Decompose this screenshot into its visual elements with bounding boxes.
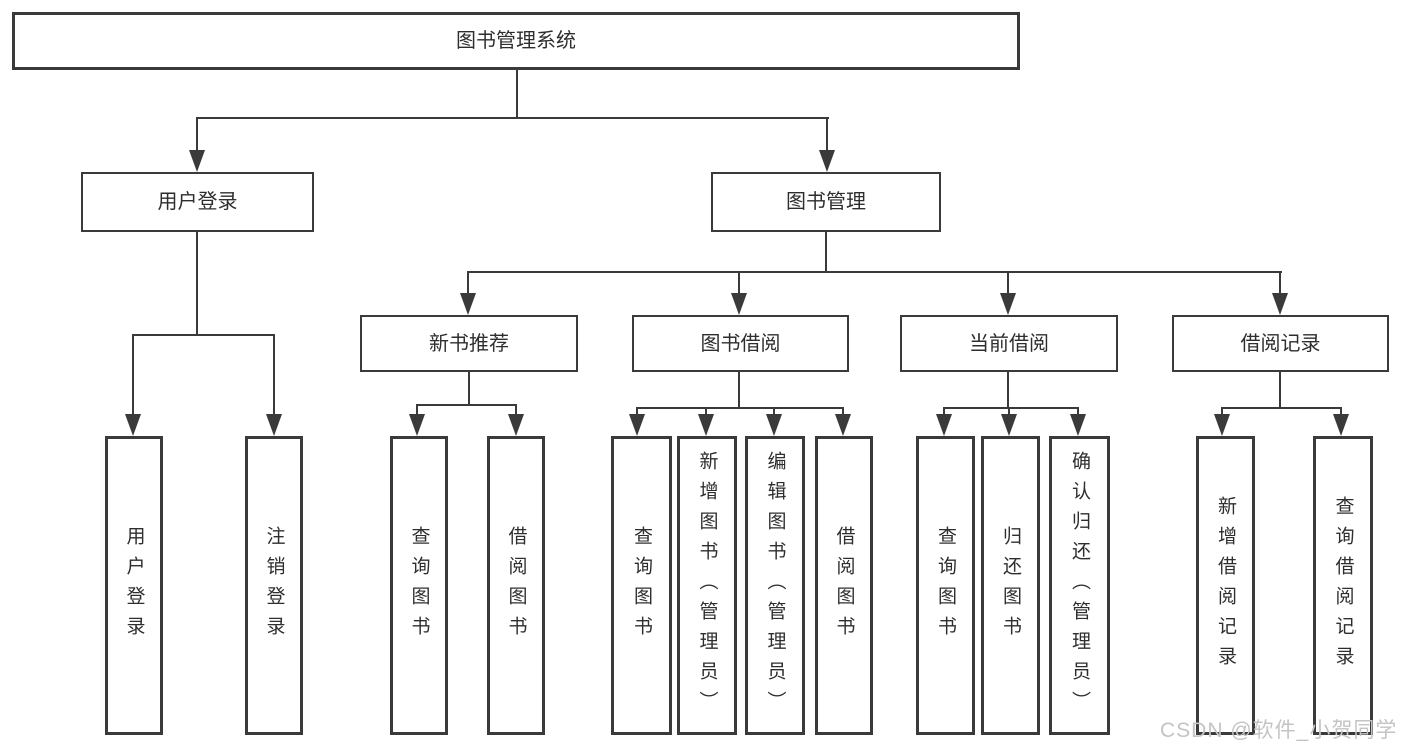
leaf-current-return-books: 归还图书 — [981, 436, 1040, 735]
arrowhead-down-icon — [1272, 293, 1288, 315]
connector-drop — [515, 404, 517, 415]
connector-login-bus — [132, 334, 275, 336]
arrowhead-down-icon — [1214, 414, 1230, 436]
leaf-current-confirm-return-admin: 确认归还（管理员） — [1049, 436, 1110, 735]
leaf-user-login: 用户登录 — [105, 436, 163, 735]
connector-drop — [1221, 407, 1223, 415]
arrowhead-down-icon — [1333, 414, 1349, 436]
node-book-borrowing: 图书借阅 — [632, 315, 849, 372]
connector-drop — [636, 407, 638, 415]
connector-management-stem — [825, 232, 827, 273]
arrowhead-down-icon — [698, 414, 714, 436]
arrowhead-down-icon — [766, 414, 782, 436]
connector-root-stem — [516, 70, 518, 118]
node-current-borrowing: 当前借阅 — [900, 315, 1118, 372]
leaf-logout-label: 注销登录 — [263, 525, 285, 646]
connector-drop-borrowing — [738, 271, 740, 294]
leaf-current-query-books-label: 查询图书 — [935, 525, 956, 646]
node-book-management: 图书管理 — [711, 172, 941, 232]
leaf-recommend-query-books-label: 查询图书 — [408, 525, 430, 646]
arrowhead-down-icon — [189, 150, 205, 172]
connector-drop — [1008, 407, 1010, 415]
arrowhead-down-icon — [1070, 414, 1086, 436]
arrowhead-down-icon — [1000, 293, 1016, 315]
connector-drop — [943, 407, 945, 415]
node-user-login: 用户登录 — [81, 172, 314, 232]
leaf-recommend-borrow-books: 借阅图书 — [487, 436, 545, 735]
connector-recommend-bus — [416, 404, 517, 406]
arrowhead-down-icon — [731, 293, 747, 315]
connector-current-bus — [943, 407, 1079, 409]
leaf-recommend-query-books: 查询图书 — [390, 436, 448, 735]
arrowhead-down-icon — [835, 414, 851, 436]
leaf-borrow-borrow-books-label: 借阅图书 — [833, 525, 855, 646]
connector-drop — [416, 404, 418, 415]
connector-drop-user-login — [196, 117, 198, 151]
connector-current-stem — [1007, 372, 1009, 409]
connector-login-stem — [196, 232, 198, 336]
connector-borrowing-bus — [636, 407, 844, 409]
arrowhead-down-icon — [936, 414, 952, 436]
leaf-recommend-borrow-books-label: 借阅图书 — [505, 525, 527, 646]
node-new-book-recommend: 新书推荐 — [360, 315, 578, 372]
arrowhead-down-icon — [508, 414, 524, 436]
arrowhead-down-icon — [125, 414, 141, 436]
arrowhead-down-icon — [1001, 414, 1017, 436]
connector-drop-records — [1279, 271, 1281, 294]
arrowhead-down-icon — [266, 414, 282, 436]
leaf-logout: 注销登录 — [245, 436, 303, 735]
node-borrowing-records: 借阅记录 — [1172, 315, 1389, 372]
connector-drop — [1340, 407, 1342, 415]
connector-records-bus — [1221, 407, 1342, 409]
leaf-record-add-borrow-record-label: 新增借阅记录 — [1215, 495, 1236, 676]
connector-records-stem — [1279, 372, 1281, 409]
arrowhead-down-icon — [819, 150, 835, 172]
connector-root-bus — [197, 117, 829, 119]
connector-drop — [842, 407, 844, 415]
leaf-record-add-borrow-record: 新增借阅记录 — [1196, 436, 1255, 735]
connector-drop — [773, 407, 775, 415]
connector-drop-recommend — [467, 271, 469, 294]
leaf-current-confirm-return-admin-label: 确认归还（管理员） — [1069, 450, 1090, 721]
connector-borrowing-stem — [738, 372, 740, 409]
leaf-borrow-borrow-books: 借阅图书 — [815, 436, 873, 735]
arrowhead-down-icon — [629, 414, 645, 436]
leaf-current-query-books: 查询图书 — [916, 436, 975, 735]
connector-drop — [1077, 407, 1079, 415]
connector-recommend-stem — [468, 372, 470, 406]
leaf-user-login-label: 用户登录 — [123, 525, 145, 646]
connector-drop-current — [1007, 271, 1009, 294]
connector-drop-leaf-logout — [273, 334, 275, 415]
leaf-borrow-add-book-admin: 新增图书（管理员） — [677, 436, 737, 735]
leaf-current-return-books-label: 归还图书 — [1000, 525, 1021, 646]
connector-management-bus — [467, 271, 1282, 273]
arrowhead-down-icon — [460, 293, 476, 315]
leaf-borrow-edit-book-admin: 编辑图书（管理员） — [745, 436, 805, 735]
connector-drop — [705, 407, 707, 415]
arrowhead-down-icon — [409, 414, 425, 436]
connector-drop-book-management — [826, 117, 828, 151]
connector-drop-leaf-user-login — [132, 334, 134, 415]
leaf-borrow-add-book-admin-label: 新增图书（管理员） — [696, 450, 718, 721]
csdn-watermark: CSDN @软件_小贺同学 — [1160, 719, 1398, 742]
node-root-library-management-system: 图书管理系统 — [12, 12, 1020, 70]
leaf-borrow-query-books-label: 查询图书 — [631, 525, 652, 646]
leaf-record-query-borrow-record: 查询借阅记录 — [1313, 436, 1373, 735]
leaf-borrow-query-books: 查询图书 — [611, 436, 672, 735]
leaf-borrow-edit-book-admin-label: 编辑图书（管理员） — [764, 450, 786, 721]
leaf-record-query-borrow-record-label: 查询借阅记录 — [1332, 495, 1354, 676]
